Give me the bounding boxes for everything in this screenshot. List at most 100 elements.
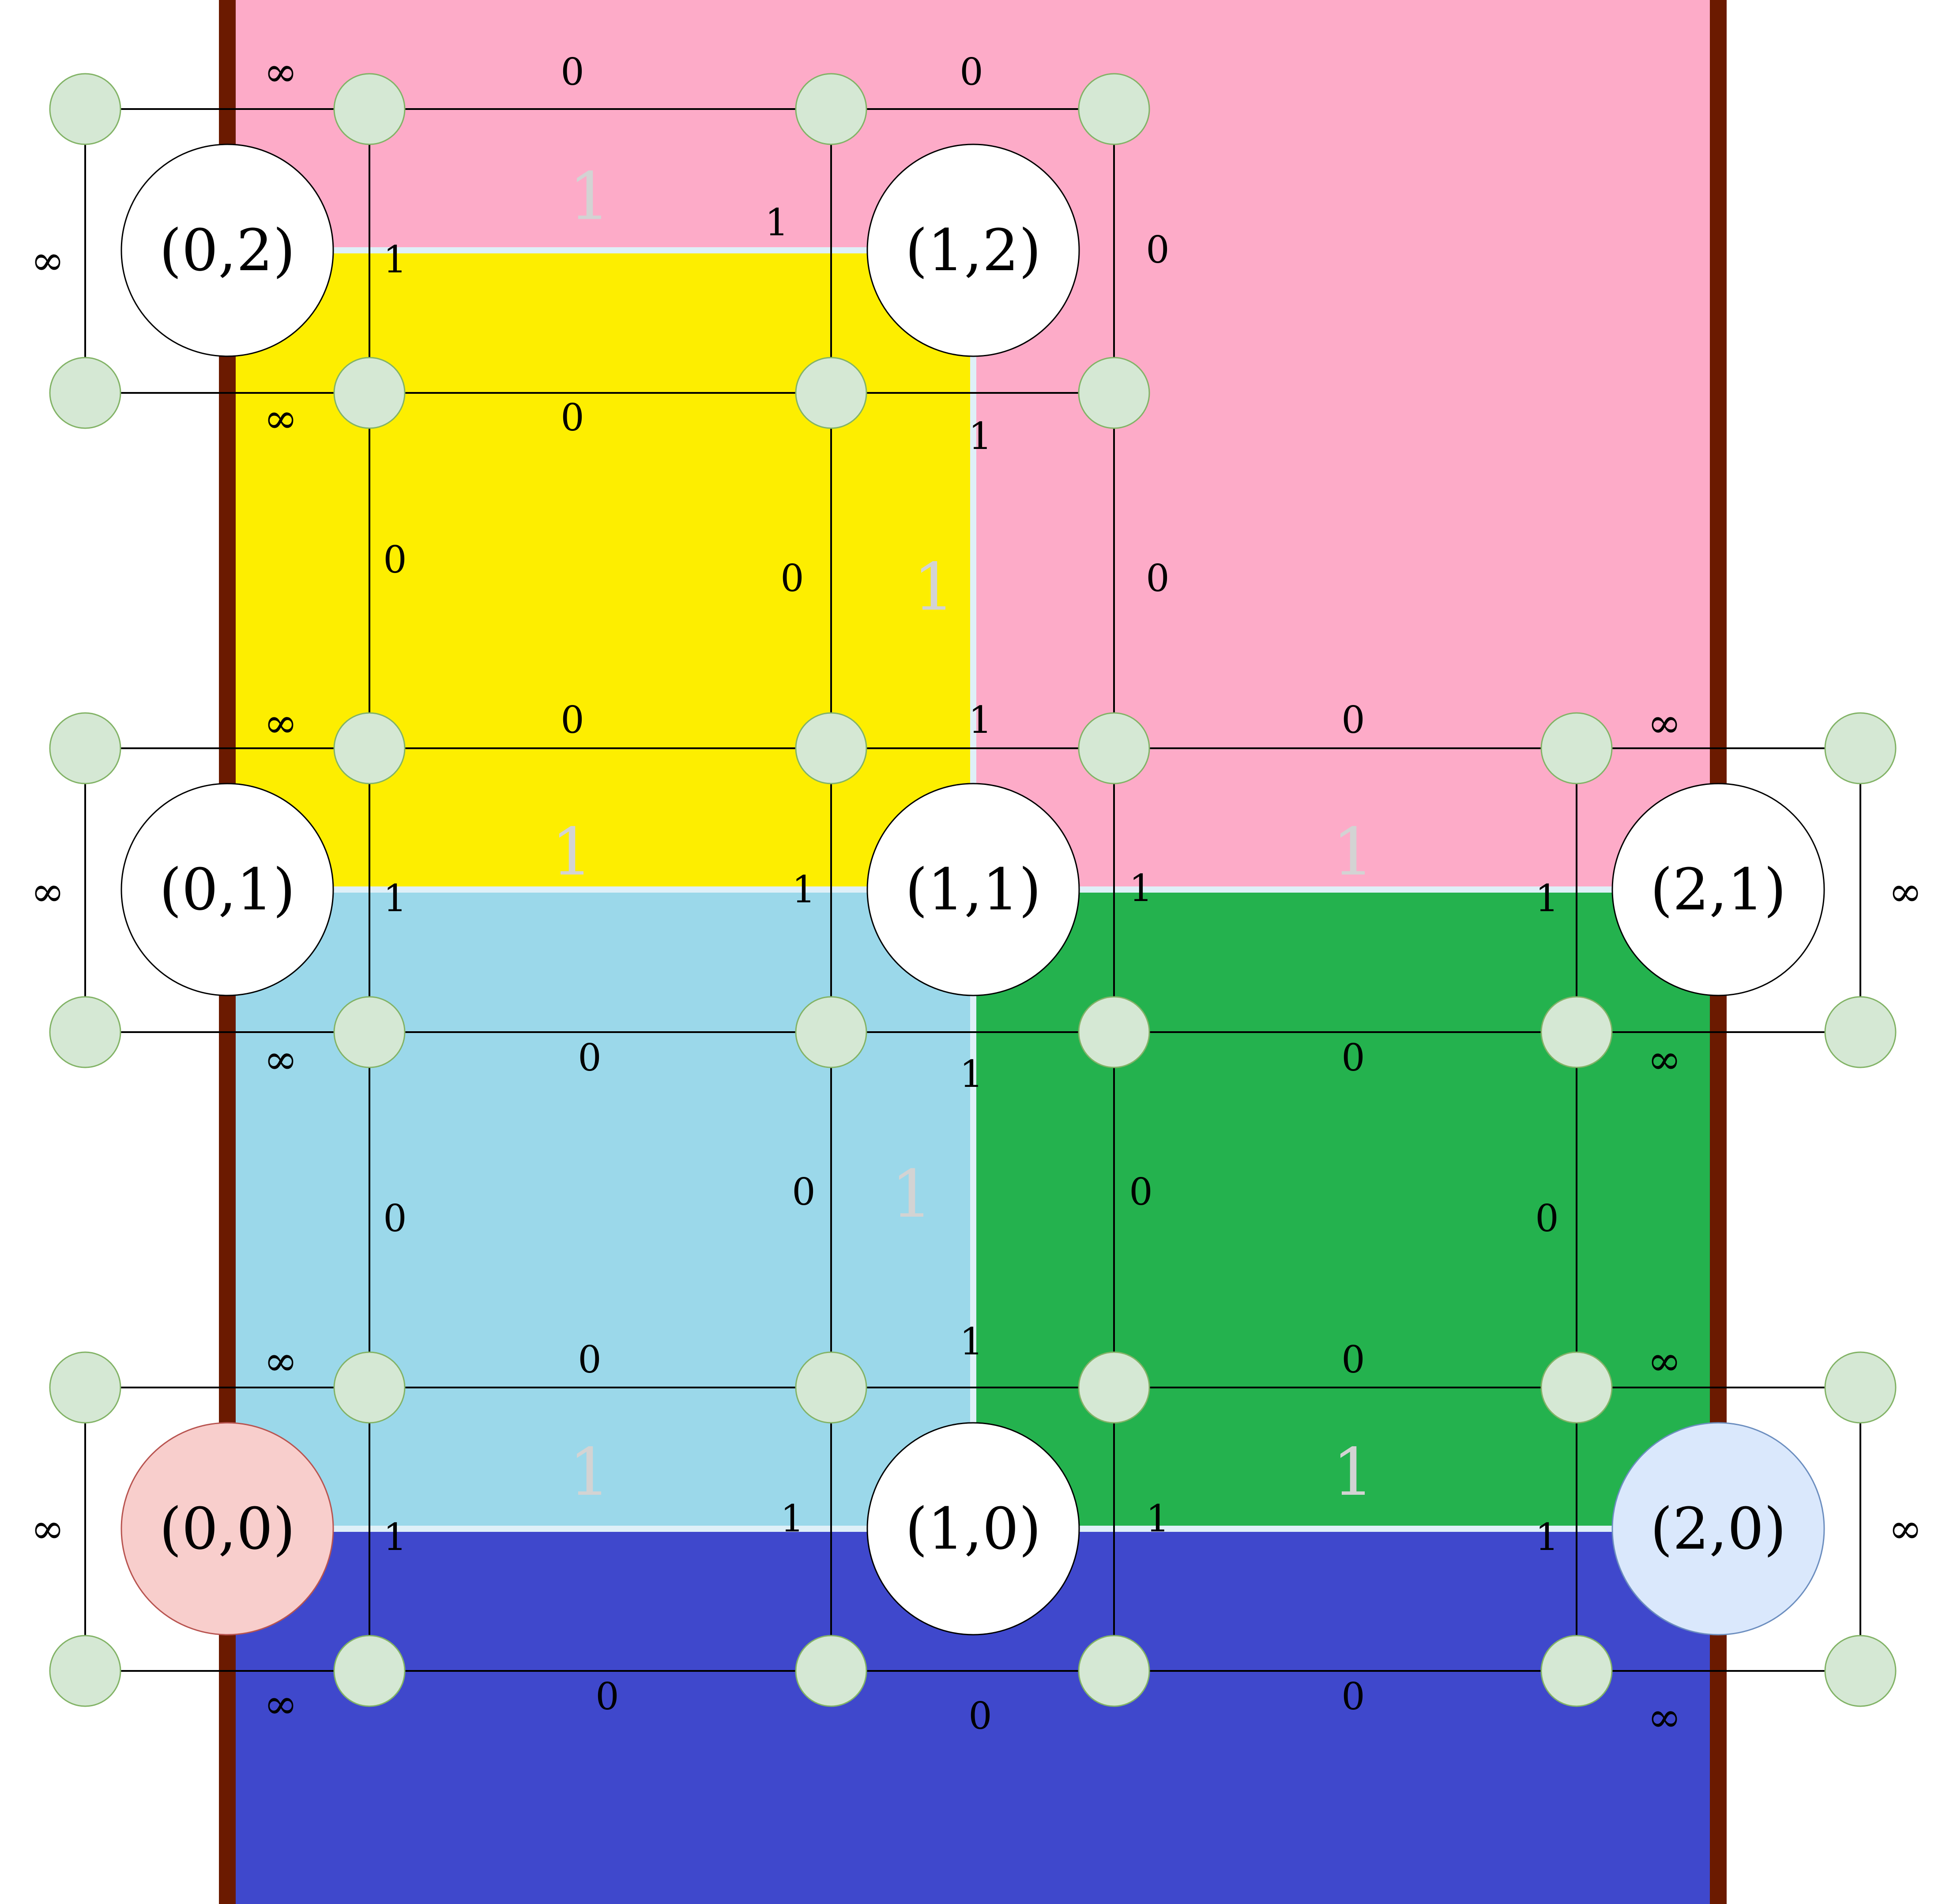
small-node bbox=[1540, 1635, 1613, 1707]
small-node bbox=[1824, 1635, 1897, 1707]
infinite-capacity-label: ∞ bbox=[1648, 1338, 1682, 1385]
edge-capacity-label: 1 bbox=[1535, 877, 1558, 920]
region-capacity-label: 1 bbox=[569, 1434, 610, 1510]
infinite-capacity-label: ∞ bbox=[1889, 1505, 1923, 1553]
edge-capacity-label: 0 bbox=[1341, 1675, 1365, 1718]
edge-capacity-label: 1 bbox=[792, 868, 815, 911]
region-light-blue bbox=[227, 890, 973, 1529]
edge-capacity-label: 0 bbox=[1129, 1170, 1152, 1214]
infinite-capacity-label: ∞ bbox=[1648, 700, 1682, 747]
infinite-capacity-label: ∞ bbox=[1648, 1694, 1682, 1741]
edge-capacity-label: 0 bbox=[383, 1197, 407, 1240]
region-yellow bbox=[227, 250, 973, 890]
small-node-layer bbox=[49, 73, 1897, 1707]
pixel-node: (0,2) bbox=[120, 143, 334, 357]
small-node bbox=[333, 1351, 406, 1424]
node-circle bbox=[866, 143, 1080, 357]
small-node bbox=[1824, 996, 1897, 1068]
edge-capacity-label: 1 bbox=[960, 1320, 983, 1363]
region-capacity-label: 1 bbox=[1332, 1434, 1374, 1510]
node-label: (0,0) bbox=[159, 1495, 295, 1562]
node-circle bbox=[1611, 1422, 1825, 1636]
small-node bbox=[1078, 73, 1150, 145]
small-node bbox=[795, 712, 867, 784]
node-label: (2,0) bbox=[1650, 1495, 1786, 1562]
small-node bbox=[49, 1635, 121, 1707]
small-node bbox=[49, 996, 121, 1068]
edge-capacity-label: 0 bbox=[1341, 1338, 1365, 1381]
edge-capacity-label: 0 bbox=[561, 698, 584, 742]
edge-capacity-label: 0 bbox=[383, 538, 407, 581]
region-capacity-label: 1 bbox=[1332, 814, 1374, 890]
pixel-node: (0,1) bbox=[120, 783, 334, 996]
small-node bbox=[795, 1635, 867, 1707]
node-circle bbox=[1611, 783, 1825, 996]
small-node bbox=[1540, 1351, 1613, 1424]
sink-node: (2,0) bbox=[1611, 1422, 1825, 1636]
small-node bbox=[1078, 1351, 1150, 1424]
small-node bbox=[795, 1351, 867, 1424]
infinite-capacity-label: ∞ bbox=[264, 1681, 298, 1728]
node-circle bbox=[866, 1422, 1080, 1636]
small-node bbox=[49, 712, 121, 784]
edge-capacity-label: 1 bbox=[968, 698, 992, 742]
edge-capacity-label: 1 bbox=[960, 1052, 983, 1096]
small-node bbox=[333, 357, 406, 429]
small-node bbox=[49, 1351, 121, 1424]
small-node bbox=[1078, 1635, 1150, 1707]
edge-capacity-label: 0 bbox=[561, 50, 584, 94]
edge-capacity-label: 0 bbox=[595, 1675, 619, 1718]
edge-capacity-label: 0 bbox=[780, 557, 804, 600]
small-node bbox=[333, 1635, 406, 1707]
node-label: (1,2) bbox=[905, 217, 1041, 284]
infinite-capacity-label: ∞ bbox=[264, 1036, 298, 1083]
region-green bbox=[973, 890, 1718, 1529]
small-node bbox=[333, 73, 406, 145]
region-capacity-label: 1 bbox=[551, 814, 593, 890]
infinite-capacity-label: ∞ bbox=[1889, 868, 1923, 916]
infinite-capacity-label: ∞ bbox=[31, 237, 65, 284]
small-node bbox=[795, 357, 867, 429]
source-node: (0,0) bbox=[120, 1422, 334, 1636]
infinite-capacity-label: ∞ bbox=[264, 1338, 298, 1385]
edge-capacity-label: 1 bbox=[383, 877, 407, 920]
node-label: (1,0) bbox=[905, 1495, 1041, 1562]
edge-capacity-label: 1 bbox=[968, 415, 992, 458]
region-capacity-label: 1 bbox=[913, 549, 955, 625]
infinite-capacity-label: ∞ bbox=[1648, 1036, 1682, 1083]
small-node bbox=[1824, 712, 1897, 784]
edge-capacity-label: 1 bbox=[780, 1497, 804, 1540]
small-node bbox=[333, 712, 406, 784]
small-node bbox=[1078, 712, 1150, 784]
node-label: (2,1) bbox=[1650, 856, 1786, 923]
pixel-node: (2,1) bbox=[1611, 783, 1825, 996]
edge-capacity-label: 1 bbox=[1535, 1516, 1558, 1559]
edge-capacity-label: 0 bbox=[792, 1170, 815, 1214]
infinite-capacity-label: ∞ bbox=[264, 700, 298, 747]
edge-capacity-label: 1 bbox=[383, 1516, 407, 1559]
small-node bbox=[1540, 712, 1613, 784]
infinite-capacity-label: ∞ bbox=[264, 49, 298, 96]
edge-capacity-label: 0 bbox=[1341, 1036, 1365, 1079]
edge-capacity-label: 0 bbox=[561, 396, 584, 439]
small-node bbox=[1078, 357, 1150, 429]
node-circle bbox=[120, 143, 334, 357]
region-capacity-label: 1 bbox=[891, 1156, 933, 1232]
edge-capacity-label: 1 bbox=[1146, 1497, 1169, 1540]
infinite-capacity-label: ∞ bbox=[31, 1505, 65, 1553]
pixel-node: (1,1) bbox=[866, 783, 1080, 996]
region-capacity-label: 1 bbox=[569, 158, 610, 234]
pixel-node: (1,0) bbox=[866, 1422, 1080, 1636]
small-node bbox=[333, 996, 406, 1068]
infinite-capacity-label: ∞ bbox=[31, 868, 65, 916]
big-node-layer: (0,2) (1,2) (0,1) (1,1) (2,1) (0,0) (1,0) (2,0) bbox=[120, 143, 1825, 1636]
edge-capacity-label: 0 bbox=[1535, 1197, 1558, 1240]
edge-capacity-label: 1 bbox=[383, 238, 407, 281]
node-label: (0,2) bbox=[159, 217, 295, 284]
node-label: (1,1) bbox=[905, 856, 1041, 923]
edge-capacity-label: 0 bbox=[578, 1036, 601, 1079]
edge-capacity-label: 0 bbox=[578, 1338, 601, 1381]
small-node bbox=[1078, 996, 1150, 1068]
